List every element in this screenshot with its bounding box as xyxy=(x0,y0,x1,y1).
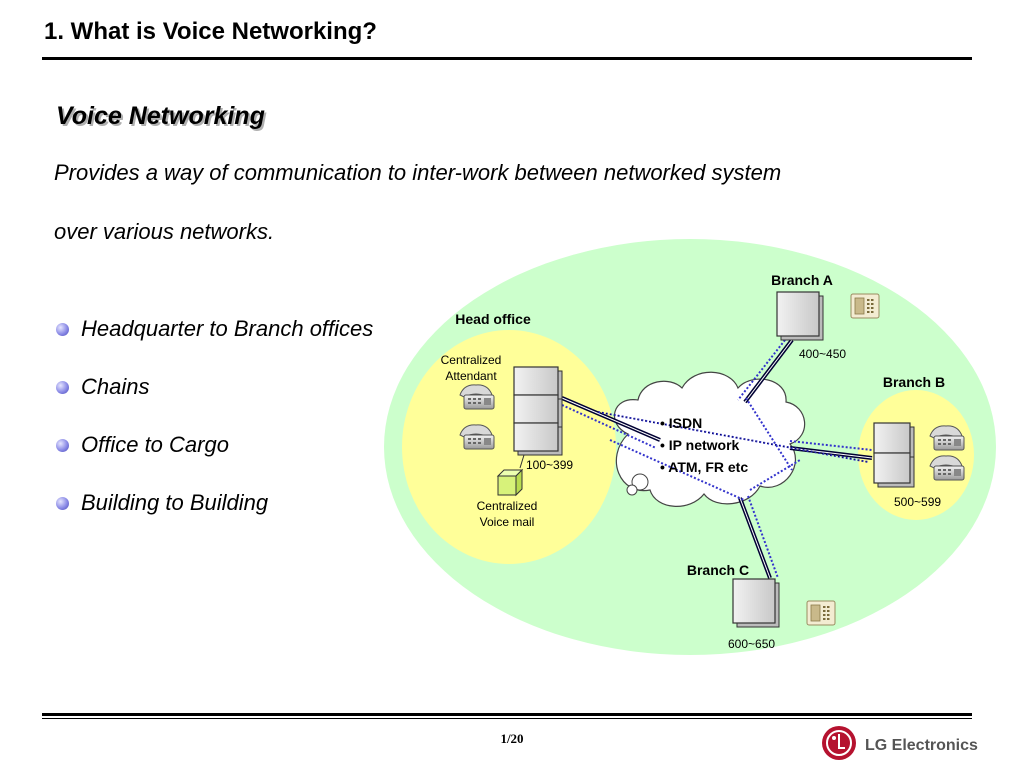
head-office-range: 100~399 xyxy=(526,458,573,472)
attendant-label-2: Attendant xyxy=(445,369,497,383)
description-line-2: over various networks. xyxy=(54,219,275,244)
head-office-pbx xyxy=(513,366,563,456)
link-branch-a-cloud xyxy=(737,338,794,404)
head-office-title: Head office xyxy=(455,311,531,327)
footer-divider xyxy=(42,713,972,716)
description-line-1: Provides a way of communication to inter… xyxy=(54,160,782,185)
voicemail-label-1: Centralized xyxy=(477,499,538,513)
section-heading: Voice Networking xyxy=(56,102,265,130)
title-divider xyxy=(42,57,972,60)
cloud-item-isdn: • ISDN xyxy=(660,415,702,431)
link-head-office-cloud xyxy=(561,396,661,449)
branch-c-phone-icon xyxy=(806,600,836,626)
bullet-dot-icon xyxy=(56,439,69,452)
cloud-puff xyxy=(626,484,638,496)
voice-network-diagram: Head office Centralized Attendant 100~39… xyxy=(384,239,996,655)
bullet-item: Chains xyxy=(56,374,373,432)
bullet-item: Building to Building xyxy=(56,490,373,548)
cloud-item-atm: • ATM, FR etc xyxy=(660,459,748,475)
bullet-item: Headquarter to Branch offices xyxy=(56,316,373,374)
wan-cloud xyxy=(613,371,806,507)
bullet-list: Headquarter to Branch offices Chains Off… xyxy=(56,316,373,548)
attendant-label-1: Centralized xyxy=(441,353,502,367)
voicemail-label-2: Voice mail xyxy=(480,515,535,529)
bullet-dot-icon xyxy=(56,497,69,510)
branch-a-title: Branch A xyxy=(771,272,833,288)
footer-divider-thin xyxy=(42,718,972,719)
branch-b-title: Branch B xyxy=(883,374,945,390)
branch-a-phone-icon xyxy=(850,293,880,319)
bullet-dot-icon xyxy=(56,381,69,394)
cloud-puff xyxy=(631,473,649,491)
branch-a-range: 400~450 xyxy=(799,347,846,361)
lg-logo-text: LG Electronics xyxy=(865,737,978,754)
link-branch-c-cloud xyxy=(738,495,779,579)
network-links xyxy=(561,338,873,579)
branch-c-title: Branch C xyxy=(687,562,749,578)
branch-b-range: 500~599 xyxy=(894,495,941,509)
slide-title: 1. What is Voice Networking? xyxy=(44,18,377,45)
branch-b-pbx xyxy=(873,422,915,488)
bullet-text: Building to Building xyxy=(81,490,269,515)
bullet-item: Office to Cargo xyxy=(56,432,373,490)
branch-a-pbx xyxy=(776,291,824,341)
cloud-item-ip: • IP network xyxy=(660,437,740,453)
lg-electronics-logo: LG Electronics xyxy=(822,726,978,760)
branch-c-pbx xyxy=(732,578,780,628)
bullet-text: Headquarter to Branch offices xyxy=(81,316,374,341)
bullet-dot-icon xyxy=(56,323,69,336)
bullet-text: Chains xyxy=(81,374,150,399)
branch-c-range: 600~650 xyxy=(728,637,775,651)
voice-mail-cube-icon xyxy=(496,454,525,497)
bullet-text: Office to Cargo xyxy=(81,432,229,457)
page-number: 1/20 xyxy=(500,731,524,746)
